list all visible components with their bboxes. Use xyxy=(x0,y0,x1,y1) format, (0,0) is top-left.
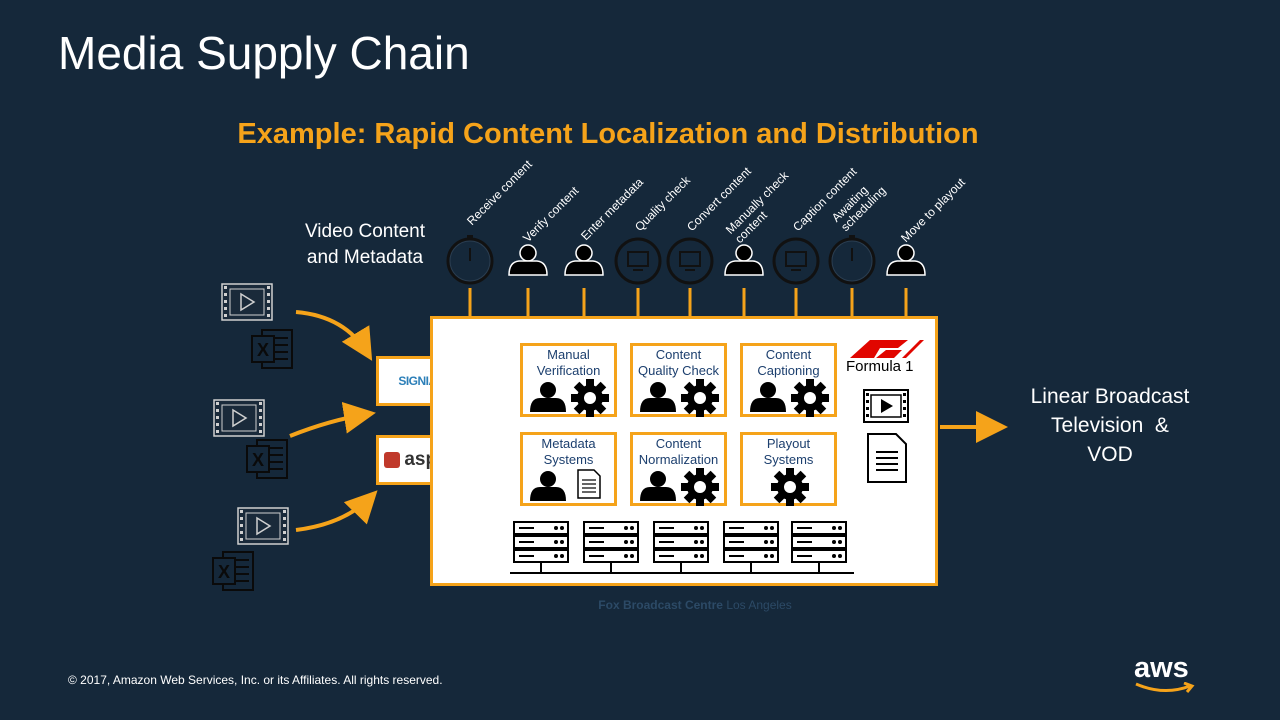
input-arrows xyxy=(289,310,378,532)
person-icon xyxy=(640,471,676,501)
box-title: Content xyxy=(655,347,702,362)
input-label-line1: Video Content xyxy=(304,221,426,242)
document-icon xyxy=(867,433,907,483)
box-title: Systems xyxy=(543,452,594,467)
stopwatch-icon xyxy=(446,233,494,285)
formula1-text: Formula 1 xyxy=(846,358,914,375)
box-title: Normalization xyxy=(638,452,719,467)
copyright-text: © 2017, Amazon Web Services, Inc. or its… xyxy=(68,673,443,687)
spreadsheet-icon xyxy=(246,439,288,479)
video-file-icon xyxy=(237,507,289,545)
box-title: Quality Check xyxy=(638,363,719,378)
server-icon xyxy=(791,521,847,573)
input-label: Video Content and Metadata xyxy=(280,219,450,271)
slide-title: Media Supply Chain xyxy=(58,27,470,79)
step-connectors xyxy=(468,288,908,316)
aws-logo: aws xyxy=(1134,652,1195,693)
box-title: Verification xyxy=(536,363,601,378)
box-title: Manual xyxy=(547,347,590,362)
output-line1: Linear Broadcast xyxy=(1030,385,1190,408)
server-icon xyxy=(653,521,709,573)
frame-caption-bold: Fox Broadcast Centre xyxy=(598,598,723,612)
media-assets xyxy=(863,389,909,483)
input-label-line2: and Metadata xyxy=(306,247,424,268)
person-icon xyxy=(508,244,548,276)
aspera-mark-icon xyxy=(384,452,401,468)
output-line2: Television & xyxy=(1051,414,1169,437)
stopwatch-icon xyxy=(828,233,876,285)
server-icon xyxy=(723,521,779,573)
server-rack xyxy=(510,521,854,574)
person-icon xyxy=(530,382,566,412)
video-file-icon xyxy=(221,283,273,321)
monitor-icon xyxy=(666,237,714,285)
person-icon xyxy=(530,471,566,501)
box-title: Metadata xyxy=(541,436,596,451)
spreadsheet-icon xyxy=(212,551,254,591)
gear-icon xyxy=(681,468,719,506)
gear-icon xyxy=(771,468,809,506)
server-icon xyxy=(513,521,569,573)
formula1-logo-icon xyxy=(850,340,924,358)
output-line3: VOD xyxy=(1087,443,1133,466)
frame-caption-rest: Los Angeles xyxy=(722,598,792,612)
person-icon xyxy=(886,244,926,276)
person-icon xyxy=(750,382,786,412)
gear-icon xyxy=(681,379,719,417)
video-file-icon xyxy=(863,389,909,423)
slide-subtitle: Example: Rapid Content Localization and … xyxy=(237,118,979,150)
box-title: Captioning xyxy=(757,363,820,378)
gear-icon xyxy=(791,379,829,417)
person-icon xyxy=(564,244,604,276)
gear-icon xyxy=(571,379,609,417)
monitor-icon xyxy=(614,237,662,285)
monitor-icon xyxy=(772,237,820,285)
document-icon xyxy=(577,469,601,499)
aws-smile-icon xyxy=(1135,682,1195,693)
frame-caption: Fox Broadcast Centre Los Angeles xyxy=(550,598,840,612)
box-title: Playout xyxy=(766,436,811,451)
aws-logo-text: aws xyxy=(1134,652,1189,684)
box-title: Content xyxy=(765,347,812,362)
person-icon xyxy=(724,244,764,276)
box-title: Systems xyxy=(763,452,814,467)
output-label: Linear Broadcast Television & VOD xyxy=(1010,382,1210,469)
video-file-icon xyxy=(213,399,265,437)
spreadsheet-icon xyxy=(251,329,293,369)
person-icon xyxy=(640,382,676,412)
box-title: Content xyxy=(655,436,702,451)
server-icon xyxy=(583,521,639,573)
